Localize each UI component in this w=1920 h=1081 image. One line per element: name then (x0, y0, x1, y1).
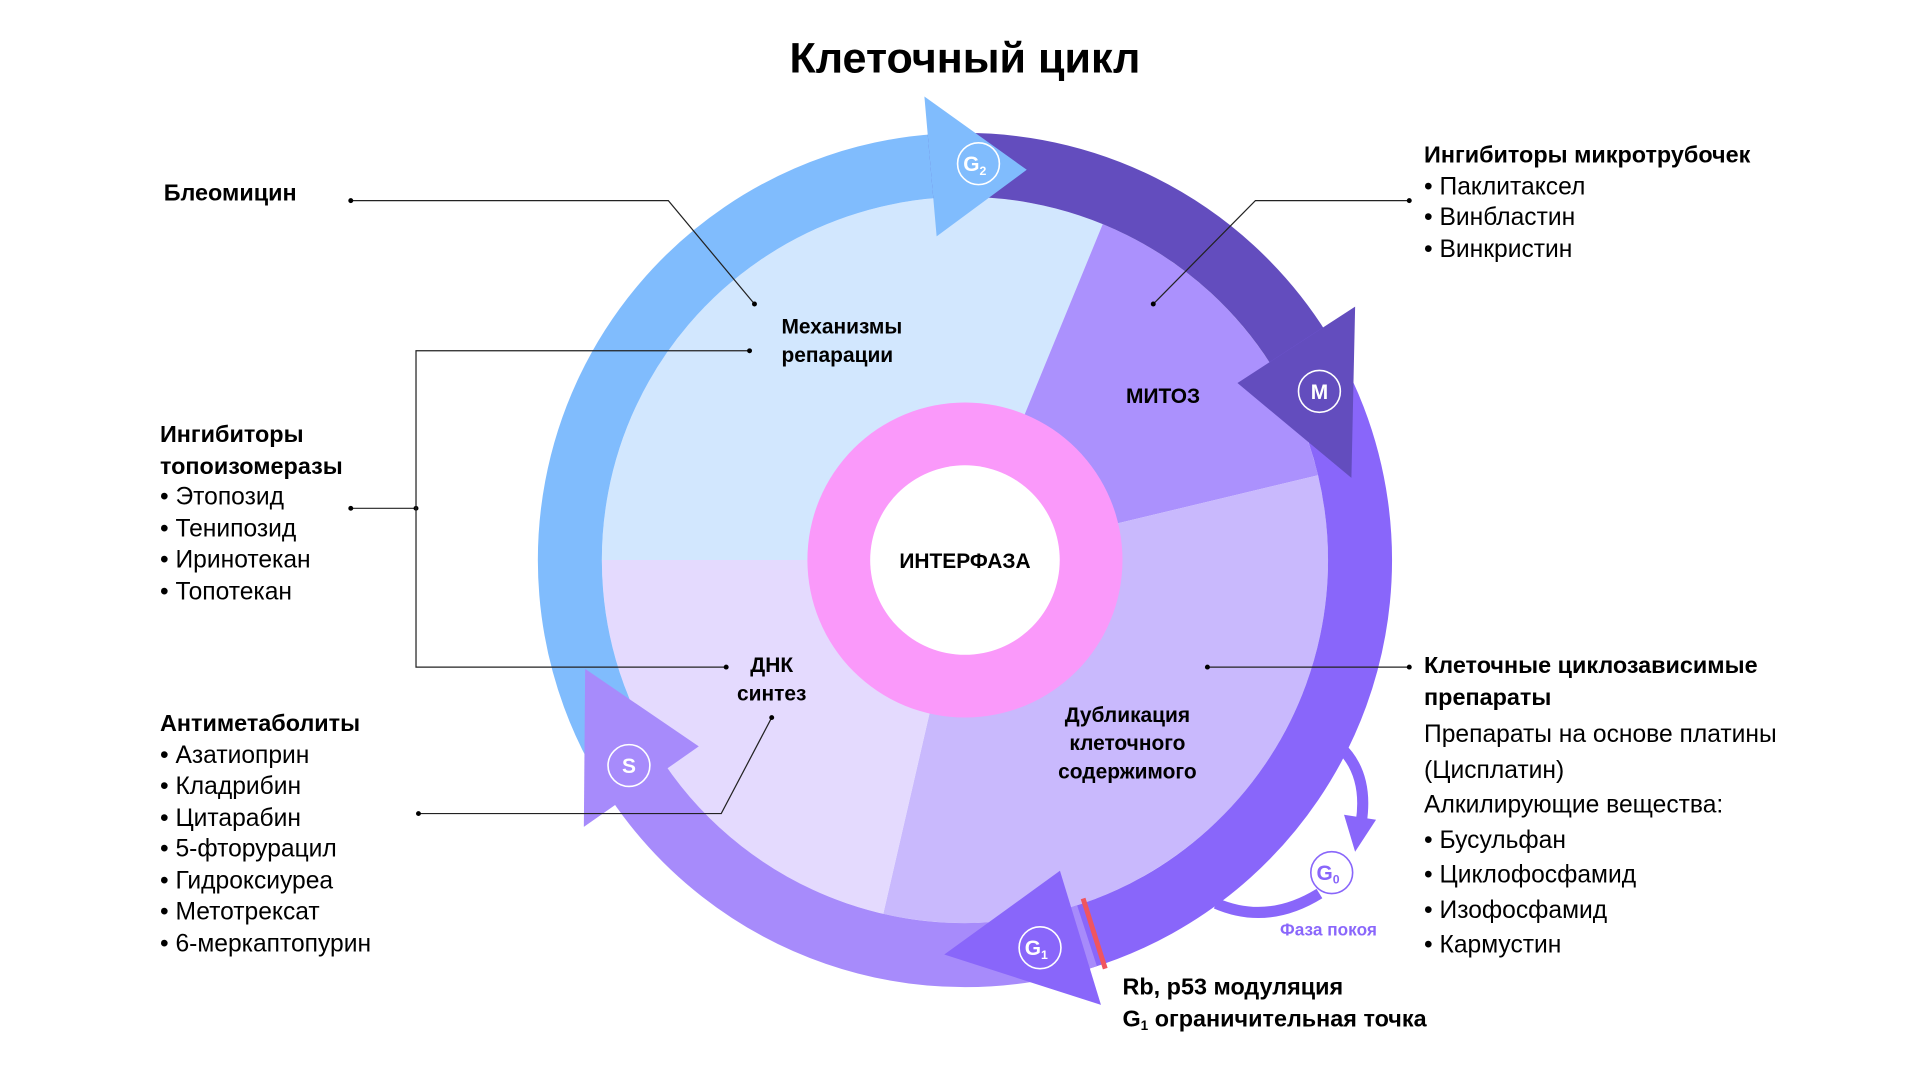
leader-dot (348, 198, 354, 204)
duplication-label: Дубликация клеточного содержимого (1058, 701, 1196, 786)
g1-arrowhead (944, 870, 1101, 1005)
topo-bracket (415, 350, 750, 668)
g1-marker-circle (1018, 925, 1062, 970)
drug-item: Цитарабин (160, 803, 371, 834)
checkpoint-label: Rb, p53 модуляция G1 ограничительная точ… (1122, 972, 1426, 1042)
platinum-text: (Цисплатин) (1424, 756, 1565, 784)
microtubule-leader (1152, 200, 1410, 305)
drug-item: Циклофосфамид (1424, 858, 1777, 893)
bleomycin-leader (350, 200, 755, 305)
drug-item: Этопозид (160, 482, 343, 513)
checkpoint-mark (1080, 897, 1108, 970)
leader-dot (416, 811, 421, 817)
drug-item: Кладрибин (160, 772, 371, 803)
g0-arrowhead (1344, 814, 1377, 852)
leader-dot (769, 715, 775, 721)
topoisomerase-inhibitors: Ингибиторы топоизомеразы Этопозид Тенипо… (160, 420, 343, 608)
leader-dot (1406, 198, 1412, 204)
repair-line: Механизмы (781, 315, 903, 339)
drug-item: Топотекан (160, 577, 343, 608)
checkpoint-line: G1 ограничительная точка (1122, 1004, 1426, 1043)
drug-item: Паклитаксел (1424, 172, 1750, 203)
duplication-line: содержимого (1058, 760, 1197, 784)
g0-loop-out (1335, 741, 1369, 823)
repair-label: Механизмы репарации (781, 313, 902, 370)
alkylating-text: Алкилирующие вещества: (1424, 791, 1724, 819)
drug-item: Гидроксиуреа (160, 866, 371, 897)
leader-dot (1150, 301, 1156, 307)
g0-loop-back (1213, 888, 1323, 918)
leader-dot (747, 348, 753, 354)
antimetabolites: Антиметаболиты Азатиоприн Кладрибин Цита… (160, 709, 371, 960)
m-marker-circle (1297, 369, 1342, 414)
microtubule-heading: Ингибиторы микротрубочек (1424, 142, 1751, 169)
leader-dot (752, 301, 757, 307)
interphase-core (870, 465, 1060, 655)
page-title: Клеточный цикл (789, 34, 1141, 83)
leader-dot (1406, 664, 1412, 670)
drug-item: 5-фторурацил (160, 834, 371, 865)
cycle-dependent-heading: препараты (1424, 684, 1552, 711)
antimetabolites-heading: Антиметаболиты (160, 711, 361, 738)
drug-item: Винбластин (1424, 203, 1750, 234)
bleomycin-label: Блеомицин (163, 180, 297, 207)
g1-letter: G (1122, 1006, 1141, 1033)
drug-item: Бусульфан (1424, 823, 1777, 858)
cycle-dependent-drugs: Клеточные циклозависимые препараты Препа… (1424, 651, 1777, 963)
s-marker-circle (607, 743, 651, 788)
duplication-line: клеточного (1069, 731, 1186, 756)
drug-item: Кармустин (1424, 928, 1777, 963)
antimetabolite-leader (418, 717, 773, 815)
microtubule-inhibitors: Ингибиторы микротрубочек Паклитаксел Вин… (1424, 140, 1750, 266)
drug-item: Азатиоприн (160, 740, 371, 771)
drug-item: Тенипозид (160, 514, 343, 545)
drug-item: Винкристин (1424, 234, 1750, 265)
g1-marker-subscript: 1 (1041, 948, 1048, 962)
dna-line: синтез (736, 681, 807, 706)
drug-item: Изофосфамид (1424, 893, 1777, 928)
rest-phase-label: Фаза покоя (1280, 919, 1377, 940)
duplication-line: Дубликация (1064, 703, 1191, 727)
m-arrowhead (1237, 306, 1356, 478)
dna-synthesis-label: ДНК синтез (737, 651, 806, 708)
drug-item: 6-меркаптопурин (160, 929, 371, 960)
topo-heading: Ингибиторы (160, 422, 304, 449)
m-marker-label: M (1311, 381, 1328, 404)
g0-marker-circle (1310, 850, 1354, 895)
g2-arrowhead (924, 96, 1027, 237)
g2-marker-subscript: 2 (980, 164, 987, 178)
topo-heading: топоизомеразы (160, 453, 343, 480)
drug-item: Иринотекан (160, 545, 343, 576)
checkpoint-line: Rb, p53 модуляция (1122, 974, 1344, 1001)
interphase-label: ИНТЕРФАЗА (899, 549, 1031, 573)
cycle-dependent-heading: Клеточные циклозависимые (1424, 653, 1758, 680)
dna-line: ДНК (750, 653, 794, 677)
s-marker-label: S (622, 755, 636, 778)
g0-marker-subscript: 0 (1333, 873, 1340, 887)
leader-dot (723, 664, 729, 670)
drug-item: Метотрексат (160, 897, 371, 928)
checkpoint-text: ограничительная точка (1148, 1006, 1427, 1033)
platinum-text: Препараты на основе платины (1424, 721, 1777, 749)
g2-marker-circle (956, 141, 1001, 186)
mitosis-label: МИТОЗ (1126, 384, 1201, 409)
repair-line: репарации (781, 343, 894, 367)
g1-sub: 1 (1140, 1018, 1149, 1034)
leader-dot (1204, 664, 1210, 670)
leader-dot (348, 505, 354, 511)
